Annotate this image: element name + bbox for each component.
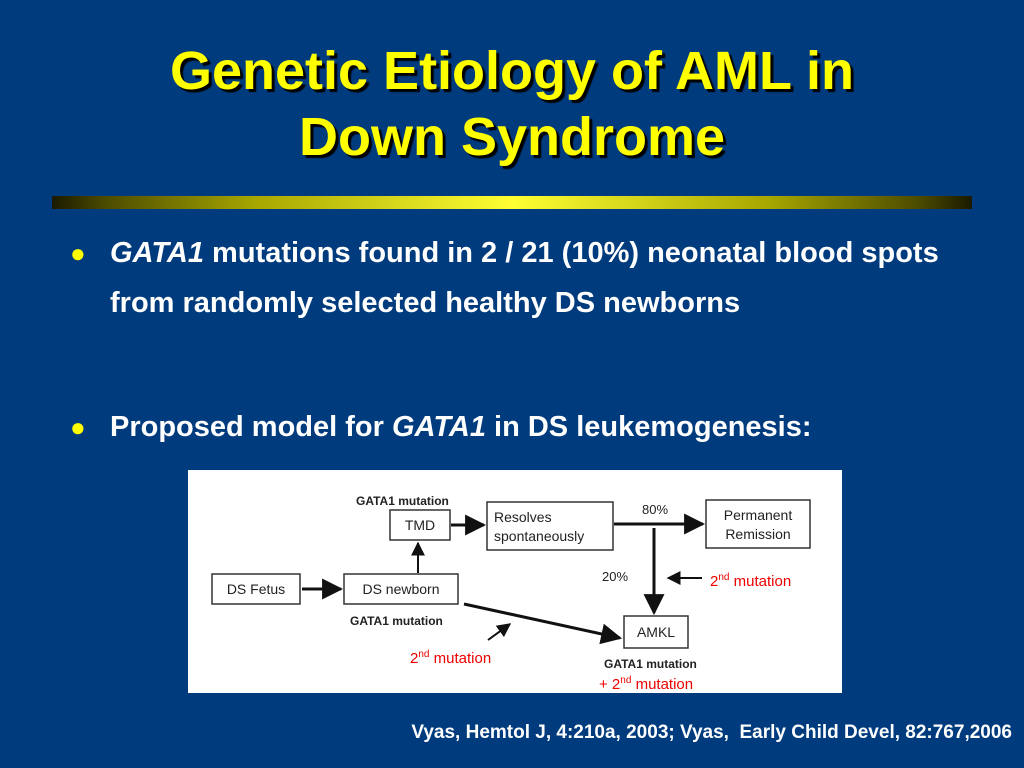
ds-fetus-label: DS Fetus <box>227 581 285 597</box>
second-mutation-right: 2nd mutation <box>710 572 791 590</box>
bullet-dot-icon: ● <box>70 412 86 442</box>
gata1-newborn-label: GATA1 mutation <box>350 614 443 628</box>
model-diagram: DS Fetus DS newborn TMD Resolves spontan… <box>188 470 842 693</box>
resolves-label-1: Resolves <box>494 509 552 525</box>
title-divider <box>52 196 972 209</box>
bullet-2-suffix: in DS leukemogenesis: <box>485 411 812 443</box>
model-diagram-svg: DS Fetus DS newborn TMD Resolves spontan… <box>211 494 811 693</box>
ds-newborn-label: DS newborn <box>362 581 439 597</box>
resolves-label-2: spontaneously <box>494 528 584 544</box>
bullet-dot-icon: ● <box>70 238 86 268</box>
bullet-2: ● Proposed model for GATA1 in DS leukemo… <box>70 402 1000 452</box>
title-line-2: Down Syndrome <box>298 107 726 167</box>
resolves-box <box>486 501 614 551</box>
pct-80-label: 80% <box>642 502 668 517</box>
bullet-1-gene: GATA1 <box>110 237 204 269</box>
arrow-newborn-to-amkl <box>463 602 623 645</box>
bullet-1-body: mutations found in 2 / 21 (10%) neonatal… <box>110 237 939 319</box>
pct-20-label: 20% <box>602 569 628 584</box>
ds-newborn-box <box>343 573 459 605</box>
bullet-2-prefix: Proposed model for <box>110 411 392 443</box>
remission-box <box>705 499 811 549</box>
slide-title: Genetic Etiology of AML in Down Syndrome <box>0 38 1024 170</box>
remission-label-1: Permanent <box>724 507 793 523</box>
gata1-top-label: GATA1 mutation <box>356 494 449 508</box>
second-mutation-bottom: 2nd mutation <box>410 649 491 667</box>
citation: Vyas, Hemtol J, 4:210a, 2003; Vyas, Earl… <box>411 722 1012 743</box>
amkl-label: AMKL <box>637 624 675 640</box>
title-line-1: Genetic Etiology of AML in <box>169 41 855 101</box>
bullet-1: ● GATA1 mutations found in 2 / 21 (10%) … <box>70 228 1000 328</box>
pointer-arrow-bottom <box>487 623 512 641</box>
gata1-amkl-label: GATA1 mutation <box>604 657 697 671</box>
ds-fetus-box <box>211 573 301 605</box>
tmd-box <box>389 509 451 541</box>
tmd-label: TMD <box>405 517 435 533</box>
bullet-2-gene: GATA1 <box>391 411 486 443</box>
remission-label-2: Remission <box>725 526 790 542</box>
amkl-box <box>623 615 689 649</box>
bullet-1-text: GATA1 mutations found in 2 / 21 (10%) ne… <box>70 228 1000 328</box>
plus-second-mutation: + 2nd mutation <box>599 675 693 693</box>
bullet-2-text: Proposed model for GATA1 in DS leukemoge… <box>70 402 1000 452</box>
